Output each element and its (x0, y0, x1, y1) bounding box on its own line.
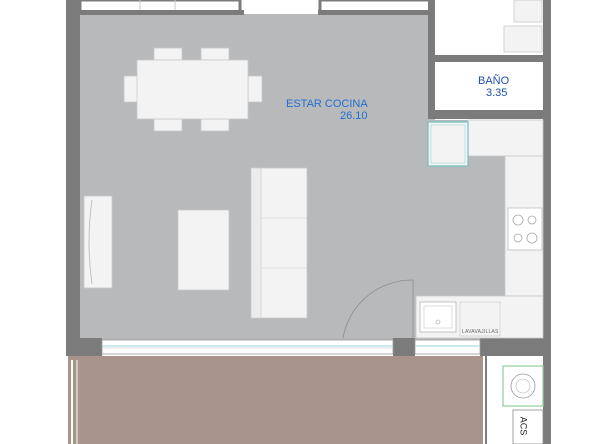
living-room-name: ESTAR COCINA (286, 98, 368, 110)
cooktop (507, 207, 543, 251)
wall-bottom-mid (393, 338, 415, 356)
wall-bath-top (435, 55, 548, 62)
water-heater-label: ACS (518, 416, 529, 436)
wall-bottom-right (480, 338, 551, 356)
wall-bottom-left (66, 338, 102, 356)
water-heater (512, 409, 544, 444)
bath-room-area: 3.35 (486, 87, 508, 99)
wall-bath-bottom (428, 110, 548, 119)
bath-fixture-top (513, 0, 543, 23)
sofa (250, 167, 308, 319)
bath-room-name: BAÑO (478, 75, 510, 87)
bath-fixture-washbasin (503, 25, 543, 53)
window-right (414, 339, 481, 355)
wall-top-left (66, 10, 244, 15)
door-swing (342, 279, 414, 339)
wall-right-lower (543, 356, 551, 444)
terrace-floor (68, 356, 483, 444)
kitchen-sink (419, 301, 457, 333)
dining-table (136, 59, 249, 120)
dining-set (123, 47, 263, 132)
dishwasher (459, 301, 501, 337)
wall-left (66, 0, 80, 356)
dishwasher-label: LAVAVAJILLAS (462, 329, 499, 335)
wall-top-right (318, 10, 434, 15)
coffee-table (177, 209, 230, 291)
living-room-area: 26.10 (340, 110, 368, 122)
bath-floor (435, 62, 545, 110)
kitchen-counter (415, 119, 544, 339)
washer (502, 365, 544, 407)
fridge (427, 121, 469, 167)
window-left (101, 339, 394, 355)
tv-unit (83, 195, 113, 289)
wall-right (543, 0, 551, 356)
wall-bath-left (428, 0, 435, 115)
